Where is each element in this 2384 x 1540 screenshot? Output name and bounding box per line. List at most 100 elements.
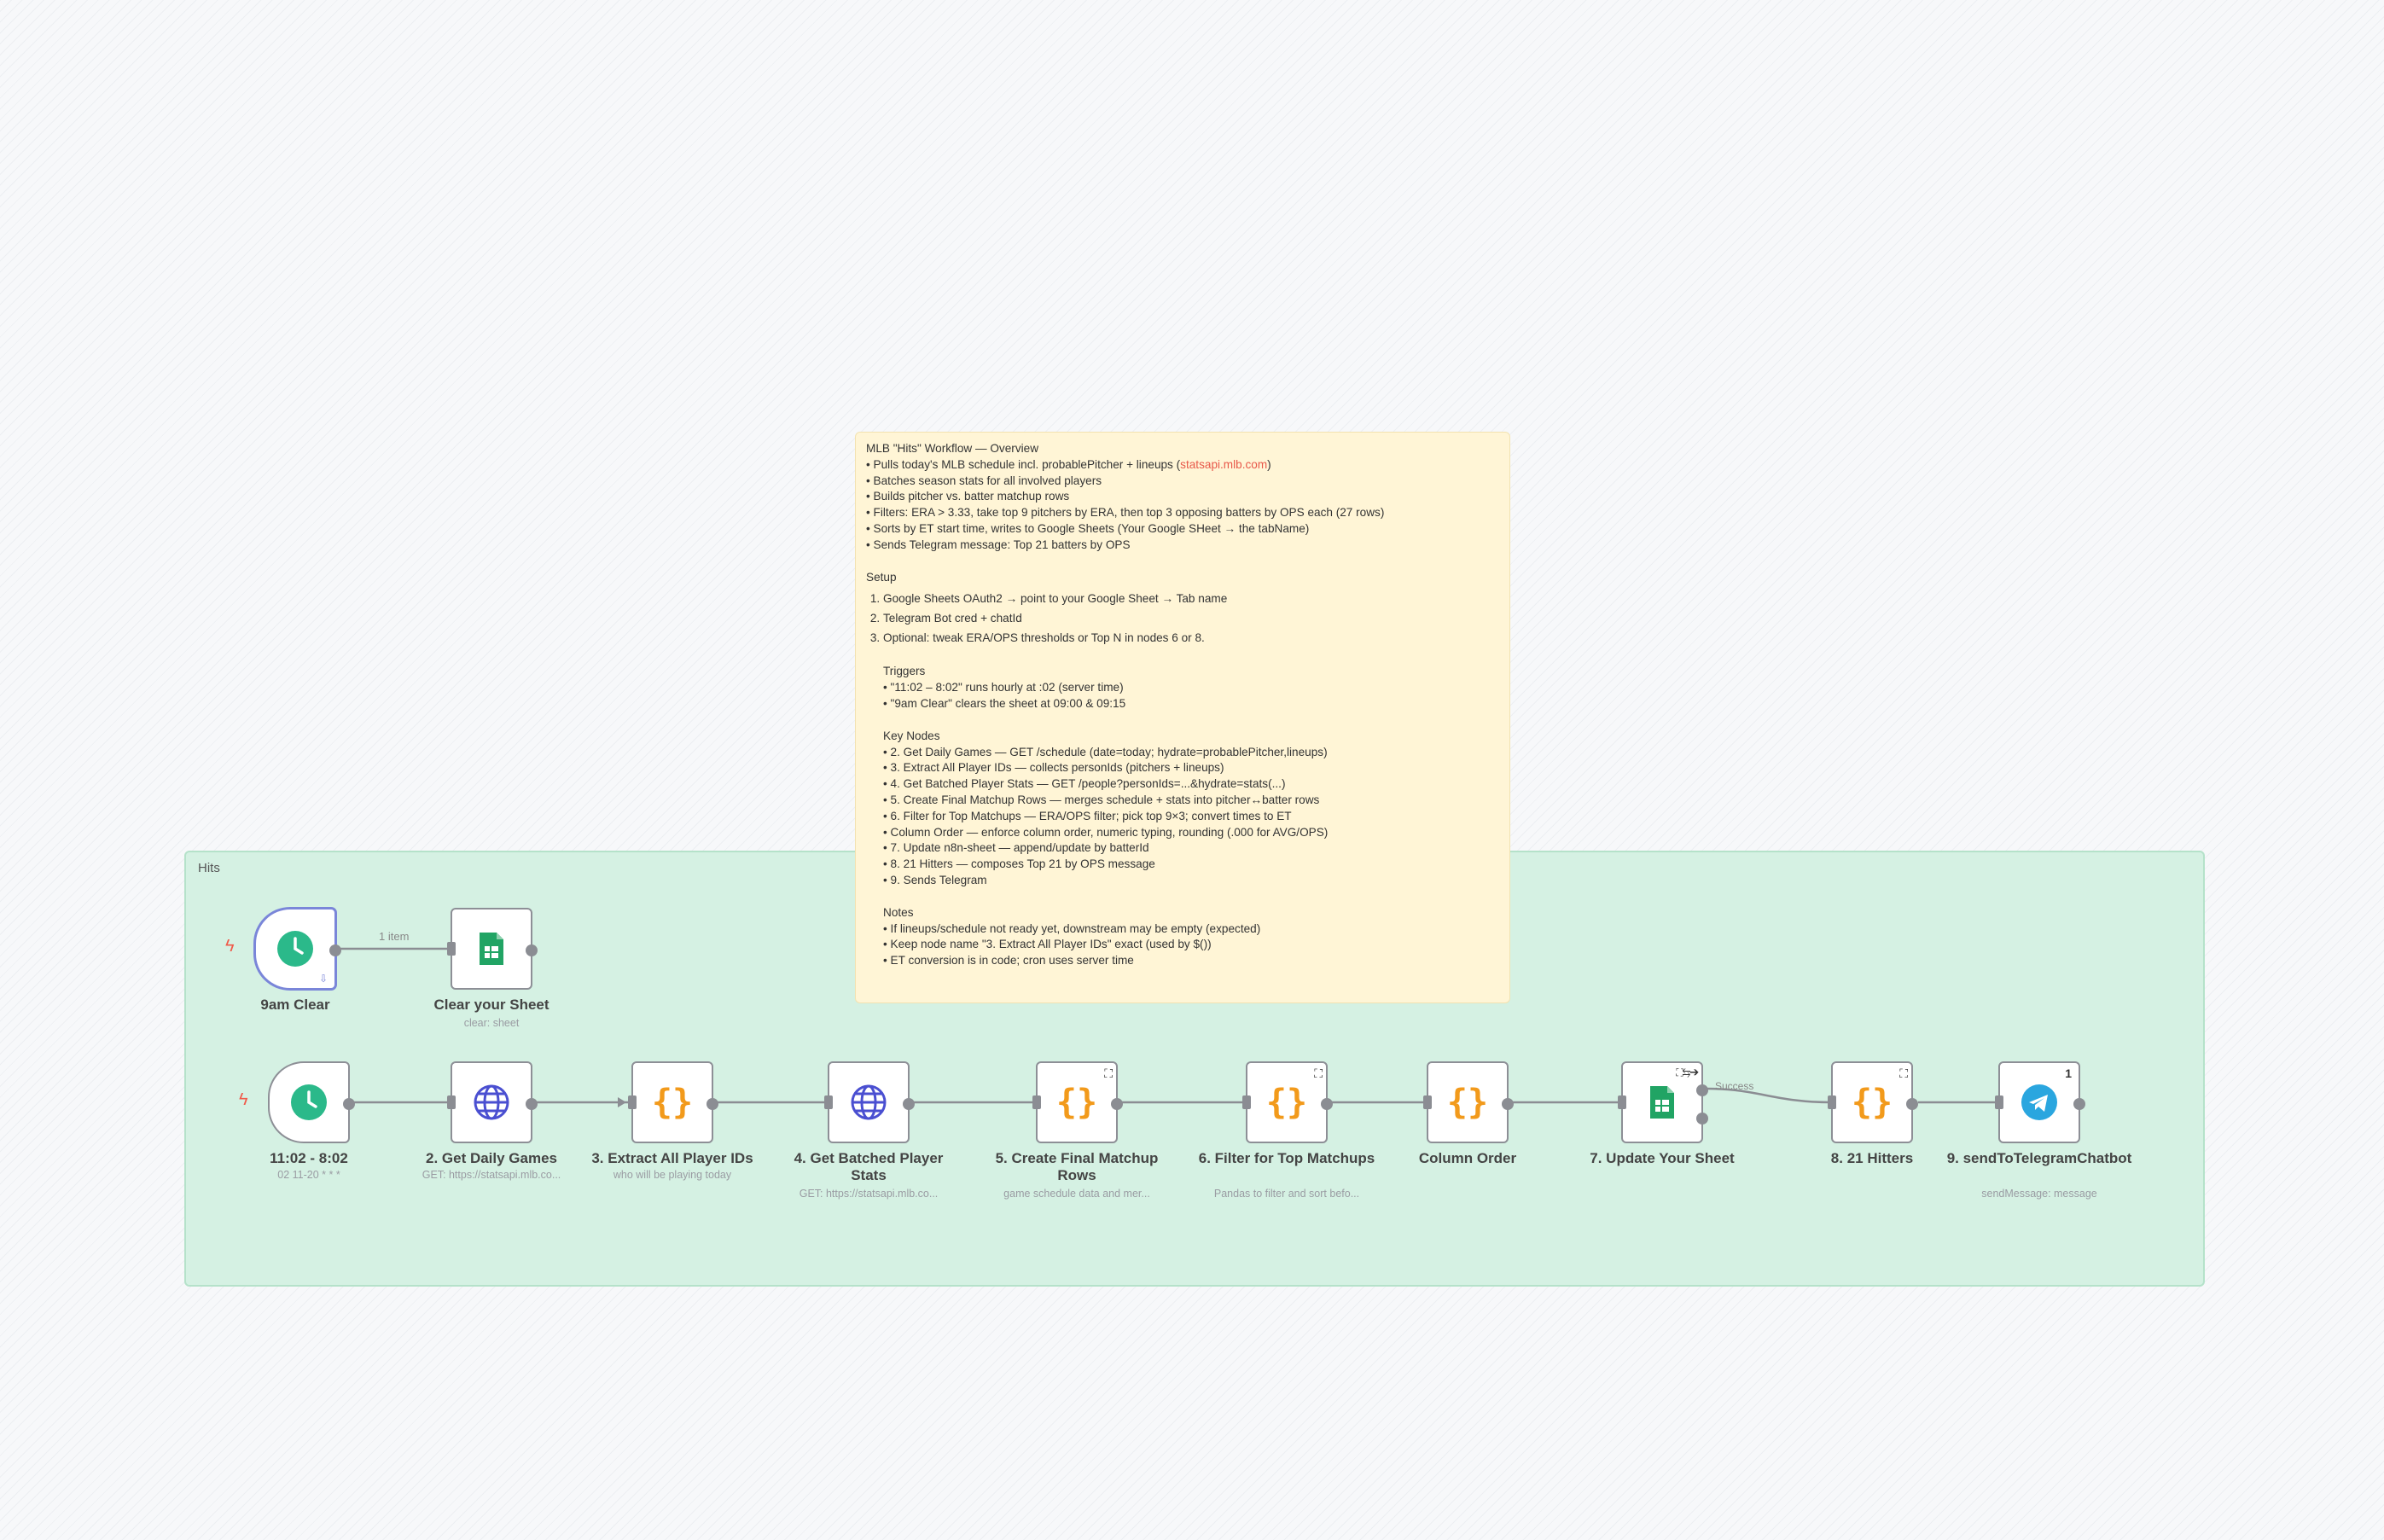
edge-label-items: 1 item [379,930,410,943]
expand-icon[interactable]: ⛶ [1104,1066,1113,1080]
setup-heading: Setup [866,570,897,584]
node-9am-clear[interactable]: ⇩ [254,908,341,990]
notes-heading: Notes [883,905,914,919]
keynode-line: • 7. Update n8n-sheet — append/update by… [883,841,1149,855]
globe-icon [474,1084,509,1120]
node-get-daily-games[interactable] [447,1061,538,1143]
output-port[interactable] [2073,1098,2085,1110]
input-port[interactable] [447,1095,456,1109]
input-port[interactable] [1242,1095,1251,1109]
execution-count-badge: 1 [2065,1066,2072,1080]
node-title: Clear your Sheet [433,997,549,1013]
output-port[interactable] [343,1098,355,1110]
input-port[interactable] [1995,1095,2003,1109]
note-line: • ET conversion is in code; cron uses se… [883,954,1134,968]
input-port[interactable] [447,942,456,956]
edge-label-success: Success [1715,1080,1754,1092]
keynode-line: • Column Order — enforce column order, n… [883,825,1329,839]
node-title: 2. Get Daily Games [425,1150,558,1166]
node-subtitle: GET: https://statsapi.mlb.co... [799,1188,939,1200]
input-port[interactable] [1618,1095,1626,1109]
setup-item: Telegram Bot cred + chatId [883,608,1499,628]
keynode-line: • 5. Create Final Matchup Rows — merges … [883,793,1320,806]
output-port-error[interactable] [1696,1113,1708,1124]
output-port[interactable] [526,944,538,956]
sticky-note-overview[interactable]: MLB "Hits" Workflow — Overview • Pulls t… [855,432,1510,1003]
node-title: 7. Update Your Sheet [1590,1150,1735,1166]
node-subtitle: clear: sheet [463,1017,520,1029]
keynode-line: • 2. Get Daily Games — GET /schedule (da… [883,745,1328,758]
overview-line: • Batches season stats for all involved … [866,474,1102,487]
node-update-your-sheet[interactable]: ⛶⇆➔ [1618,1061,1708,1143]
node-subtitle: game schedule data and mer... [1003,1188,1150,1200]
node-column-order[interactable]: {} [1423,1061,1514,1143]
expand-icon[interactable]: ⛶ [1899,1066,1908,1080]
clock-icon [291,1084,327,1120]
node-extract-player-ids[interactable]: {} [628,1061,718,1143]
output-port[interactable] [1502,1098,1514,1110]
retry-icon: ⛶⇆➔ [1676,1066,1699,1078]
overview-line: • Sorts by ET start time, writes to Goog… [866,521,1310,535]
node-title: 5. Create Final Matchup Rows [995,1150,1159,1183]
setup-list: Google Sheets OAuth2 → point to your Goo… [866,589,1499,648]
overview-line: • Builds pitcher vs. batter matchup rows [866,490,1070,503]
setup-item: Optional: tweak ERA/OPS thresholds or To… [883,628,1499,648]
node-hourly-trigger[interactable] [268,1061,355,1143]
input-port[interactable] [628,1095,637,1109]
keynode-line: • 9. Sends Telegram [883,873,987,886]
input-port[interactable] [1423,1095,1432,1109]
sticky-title: MLB "Hits" Workflow — Overview [866,442,1039,455]
node-subtitle: GET: https://statsapi.mlb.co... [422,1169,561,1181]
keynode-line: • 4. Get Batched Player Stats — GET /peo… [883,777,1286,791]
expand-icon[interactable]: ⛶ [1314,1066,1323,1080]
node-subtitle: Pandas to filter and sort befo... [1213,1188,1360,1200]
setup-item: Google Sheets OAuth2 → point to your Goo… [883,589,1499,608]
pin-icon: ⇩ [318,973,328,985]
input-port[interactable] [1828,1095,1836,1109]
google-sheets-icon [1650,1086,1674,1119]
overview-line-1: • Pulls today's MLB schedule incl. proba… [866,457,1271,471]
code-braces-icon: {} [1851,1083,1893,1122]
group-label: Hits [198,861,220,875]
output-port[interactable] [1321,1098,1333,1110]
keynode-line: • 6. Filter for Top Matchups — ERA/OPS f… [883,809,1292,822]
node-subtitle: who will be playing today [613,1169,732,1181]
statsapi-link[interactable]: statsapi.mlb.com [1180,457,1268,471]
keynode-line: • 3. Extract All Player IDs — collects p… [883,761,1224,775]
trigger-bolt-icon: ϟ [225,937,235,956]
node-title: 9am Clear [260,997,330,1013]
node-21-hitters[interactable]: ⛶ {} [1828,1061,1918,1143]
note-line: • If lineups/schedule not ready yet, dow… [883,921,1261,935]
note-line: • Keep node name "3. Extract All Player … [883,938,1212,951]
code-braces-icon: {} [1265,1083,1308,1122]
node-filter-top-matchups[interactable]: ⛶ {} [1242,1061,1333,1143]
output-port[interactable] [526,1098,538,1110]
output-port[interactable] [706,1098,718,1110]
node-send-telegram[interactable]: 1 [1995,1061,2085,1143]
node-create-final-matchup-rows[interactable]: ⛶ {} [1032,1061,1123,1143]
trigger-bolt-icon: ϟ [239,1090,248,1109]
node-batched-player-stats[interactable] [824,1061,915,1143]
output-port[interactable] [1906,1098,1918,1110]
trigger-line: • "11:02 – 8:02" runs hourly at :02 (ser… [883,681,1124,694]
node-subtitle: sendMessage: message [1981,1188,2097,1200]
node-title: 9. sendToTelegramChatbot [1946,1150,2132,1166]
node-title: 11:02 - 8:02 [270,1150,348,1166]
triggers-heading: Triggers [883,665,926,678]
telegram-icon [2021,1084,2057,1120]
output-port[interactable] [329,944,341,956]
node-title: 3. Extract All Player IDs [591,1150,753,1166]
output-port-success[interactable] [1696,1084,1708,1096]
node-subtitle: 02 11-20 * * * [277,1169,340,1181]
output-port[interactable] [1111,1098,1123,1110]
node-clear-your-sheet[interactable] [447,908,538,990]
code-braces-icon: {} [1446,1083,1489,1122]
code-braces-icon: {} [1055,1083,1098,1122]
input-port[interactable] [824,1095,833,1109]
node-title: 6. Filter for Top Matchups [1198,1150,1375,1166]
node-title: Column Order [1418,1150,1517,1166]
output-port[interactable] [903,1098,915,1110]
input-port[interactable] [1032,1095,1041,1109]
node-title: 4. Get Batched Player Stats [794,1150,944,1183]
overview-line: • Filters: ERA > 3.33, take top 9 pitche… [866,506,1385,520]
